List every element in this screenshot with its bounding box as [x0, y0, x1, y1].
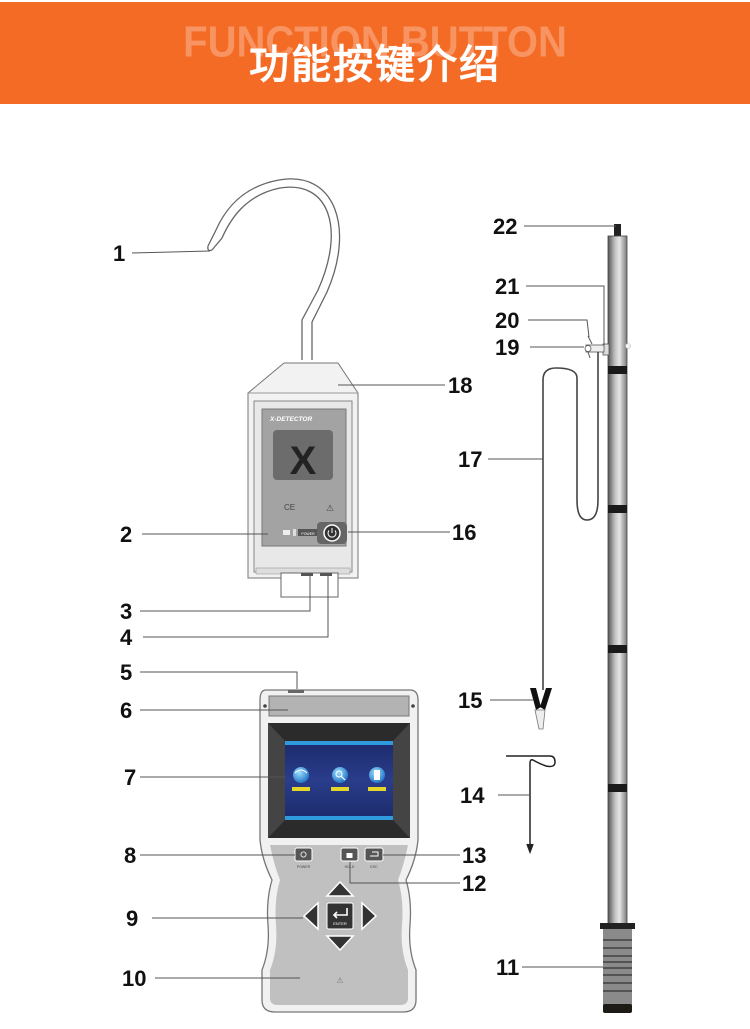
callout-3: 3	[120, 599, 133, 624]
callout-2: 2	[120, 522, 133, 547]
detector-power-button[interactable]	[323, 524, 341, 542]
left-arrow-button[interactable]	[302, 901, 319, 931]
callout-12: 12	[462, 871, 487, 896]
callout-16: 16	[452, 520, 477, 545]
detector-power-label: POWER	[301, 532, 315, 536]
ground-wire	[542, 352, 599, 690]
esc-button[interactable]	[364, 847, 384, 862]
callout-9: 9	[126, 906, 139, 931]
detector-logo: X	[290, 439, 317, 483]
callout-5: 5	[120, 660, 133, 685]
banner-title: 功能按键介绍	[249, 42, 501, 88]
insulating-pole	[584, 224, 635, 1013]
up-arrow-button[interactable]	[325, 880, 355, 897]
right-arrow-button[interactable]	[361, 901, 378, 931]
down-arrow-button[interactable]	[325, 935, 355, 952]
power-button[interactable]	[294, 847, 313, 862]
callout-20: 20	[495, 308, 520, 333]
alligator-clip	[530, 688, 552, 730]
handheld-body	[259, 689, 419, 1013]
banner-background-text: FUNCTION BUTTON	[183, 17, 567, 67]
hook	[207, 178, 341, 360]
esc-button-label: ESC	[370, 865, 378, 869]
header-banner: FUNCTION BUTTON 功能按键介绍	[0, 2, 750, 104]
callout-17: 17	[458, 447, 483, 472]
callout-18: 18	[448, 373, 473, 398]
warning-icon: ⚠	[326, 503, 334, 513]
callout-13: 13	[462, 843, 487, 868]
hold-button[interactable]	[340, 847, 359, 862]
screen-icon-battery[interactable]	[368, 767, 386, 791]
screen-icon-search[interactable]	[331, 767, 349, 791]
callout-7: 7	[124, 765, 137, 790]
callout-11: 11	[496, 955, 520, 980]
power-button-label: POWER	[297, 865, 311, 869]
callout-22: 22	[493, 214, 518, 239]
ground-probe	[506, 755, 556, 855]
ce-mark: CE	[284, 503, 295, 512]
callout-6: 6	[120, 698, 133, 723]
detector-brand: X-DETECTOR	[269, 416, 312, 423]
handheld-warning-icon: ⚠	[336, 976, 343, 985]
screen-icon-gauge[interactable]	[292, 767, 310, 791]
callout-8: 8	[124, 843, 137, 868]
callout-15: 15	[458, 688, 483, 713]
callout-19: 19	[495, 335, 520, 360]
callout-10: 10	[122, 966, 147, 991]
detector-head	[247, 362, 359, 598]
callout-1: 1	[113, 241, 126, 266]
callout-4: 4	[120, 625, 133, 650]
enter-button-label: ENTER	[333, 921, 347, 926]
callout-14: 14	[460, 783, 485, 808]
enter-button[interactable]	[326, 902, 354, 930]
callout-21: 21	[495, 274, 520, 299]
leader-lines	[131, 225, 616, 979]
